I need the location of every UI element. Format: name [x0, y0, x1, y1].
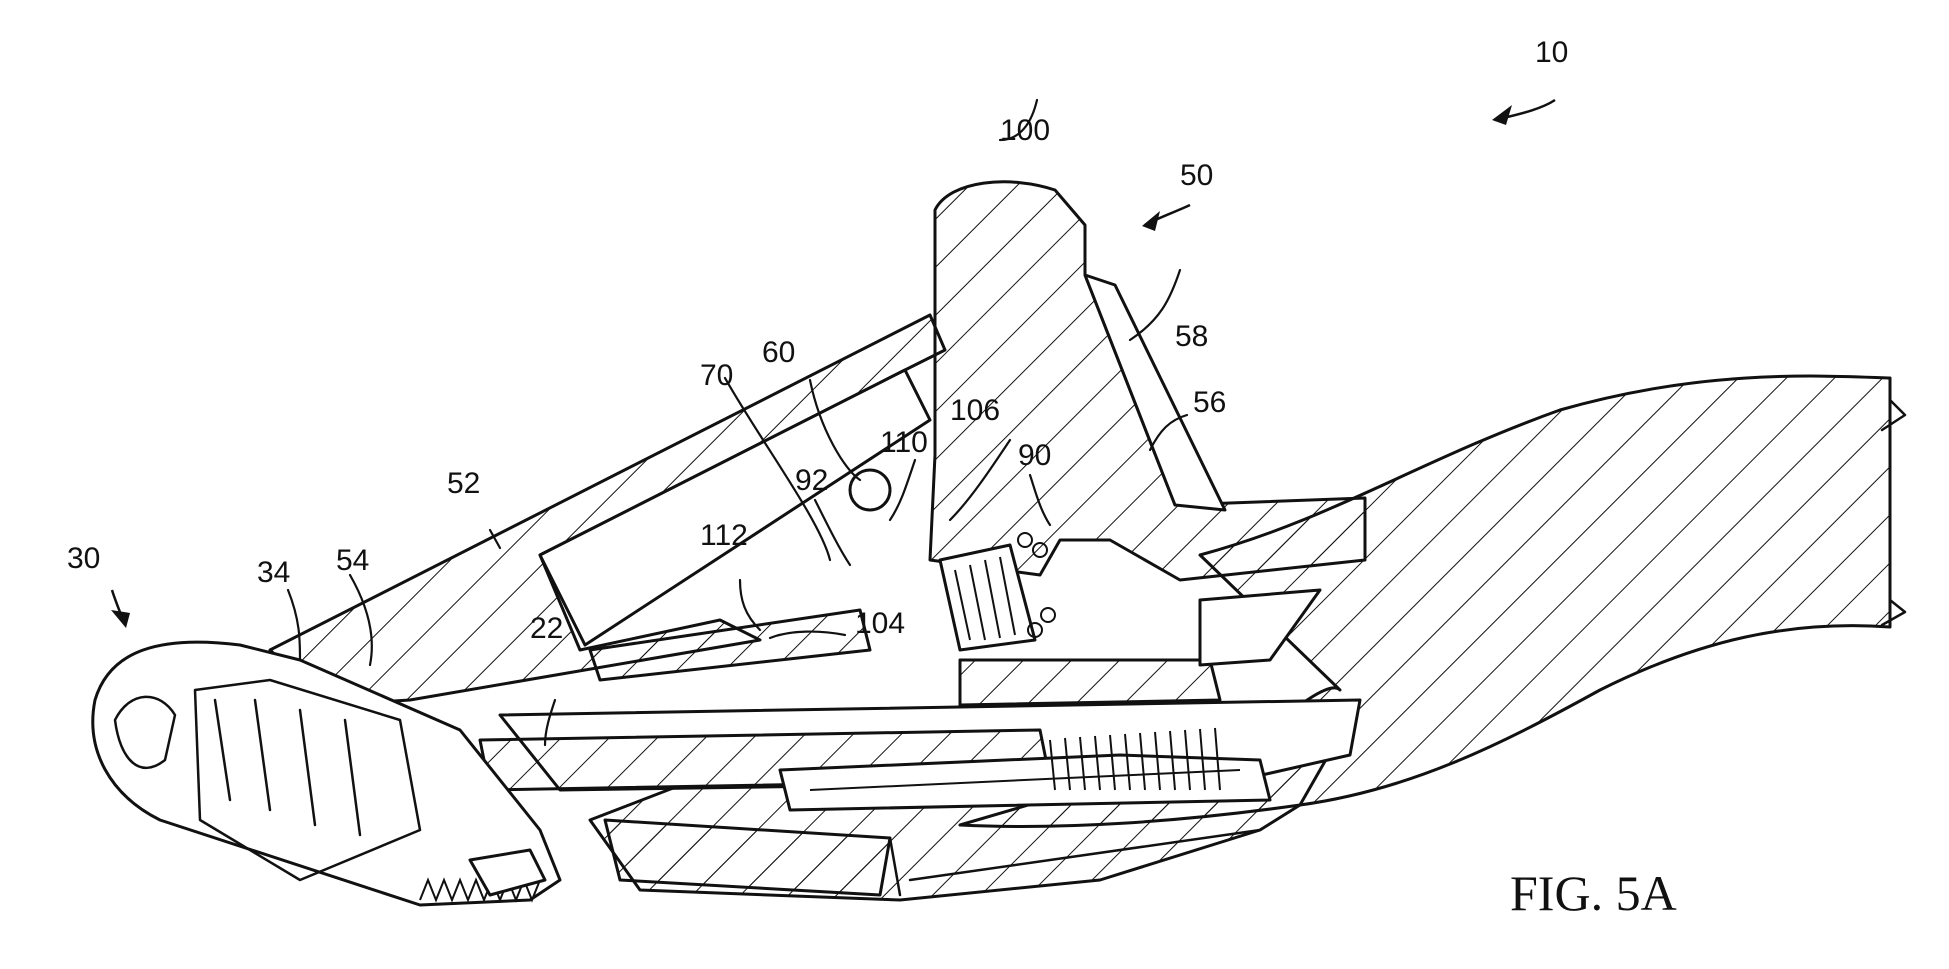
- ref-label-106: 106: [950, 394, 1000, 427]
- ref-label-22: 22: [530, 612, 563, 645]
- ref-label-56: 56: [1193, 386, 1226, 419]
- ref-label-110: 110: [880, 426, 928, 459]
- ref-label-54: 54: [336, 544, 369, 577]
- ref-label-50: 50: [1180, 159, 1213, 192]
- ref-label-10: 10: [1535, 36, 1568, 69]
- ref-label-52: 52: [447, 467, 480, 500]
- ref-label-30: 30: [67, 542, 100, 575]
- ref-label-100: 100: [1000, 114, 1050, 147]
- ref-label-58: 58: [1175, 320, 1208, 353]
- ref-label-112: 112: [700, 519, 748, 552]
- ref-label-60: 60: [762, 336, 795, 369]
- ref-label-90: 90: [1018, 439, 1051, 472]
- ref-label-92: 92: [795, 464, 828, 497]
- ref-label-104: 104: [855, 607, 905, 640]
- figure-caption: FIG. 5A: [1510, 865, 1677, 921]
- ref-label-70: 70: [700, 359, 733, 392]
- ref-label-34: 34: [257, 556, 290, 589]
